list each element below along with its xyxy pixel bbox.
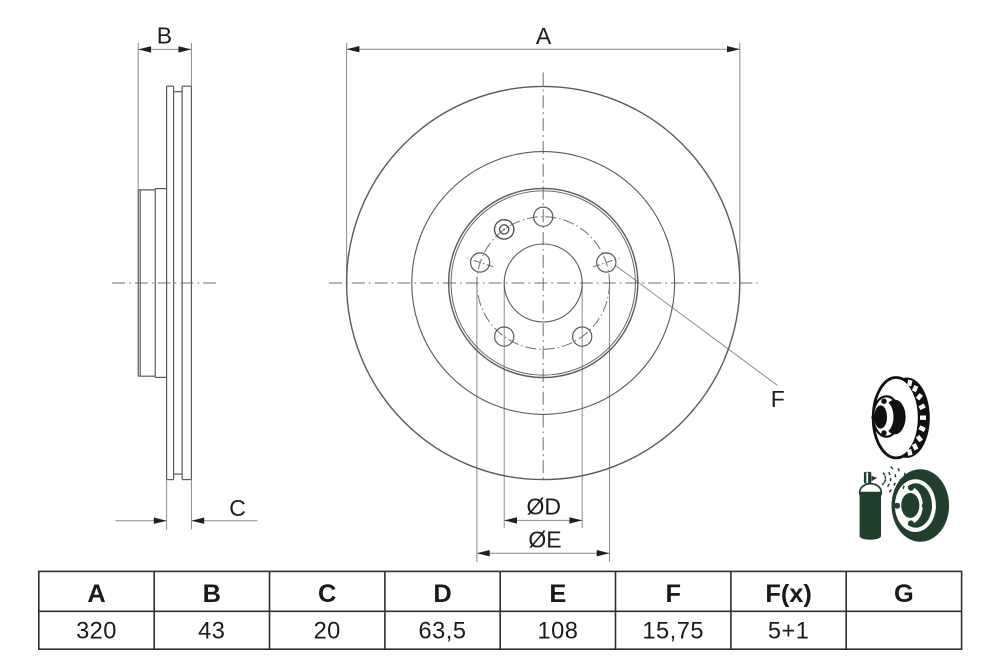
svg-text:320: 320 xyxy=(76,618,117,644)
svg-text:A: A xyxy=(536,23,552,49)
svg-text:F(x): F(x) xyxy=(765,580,812,608)
svg-text:D: D xyxy=(433,580,451,608)
svg-text:ØE: ØE xyxy=(528,526,561,552)
svg-text:G: G xyxy=(894,580,914,608)
svg-text:A: A xyxy=(87,580,105,608)
svg-text:B: B xyxy=(157,23,172,49)
svg-text:20: 20 xyxy=(314,618,341,644)
svg-text:108: 108 xyxy=(537,618,578,644)
svg-text:C: C xyxy=(318,580,336,608)
svg-text:ØD: ØD xyxy=(527,494,562,520)
svg-text:F: F xyxy=(665,580,681,608)
svg-text:B: B xyxy=(203,580,221,608)
svg-text:C: C xyxy=(229,495,246,521)
svg-text:63,5: 63,5 xyxy=(419,618,467,644)
svg-text:E: E xyxy=(549,580,566,608)
svg-text:5+1: 5+1 xyxy=(768,618,810,644)
svg-text:F: F xyxy=(771,386,785,412)
svg-text:43: 43 xyxy=(198,618,225,644)
svg-text:15,75: 15,75 xyxy=(642,618,704,644)
